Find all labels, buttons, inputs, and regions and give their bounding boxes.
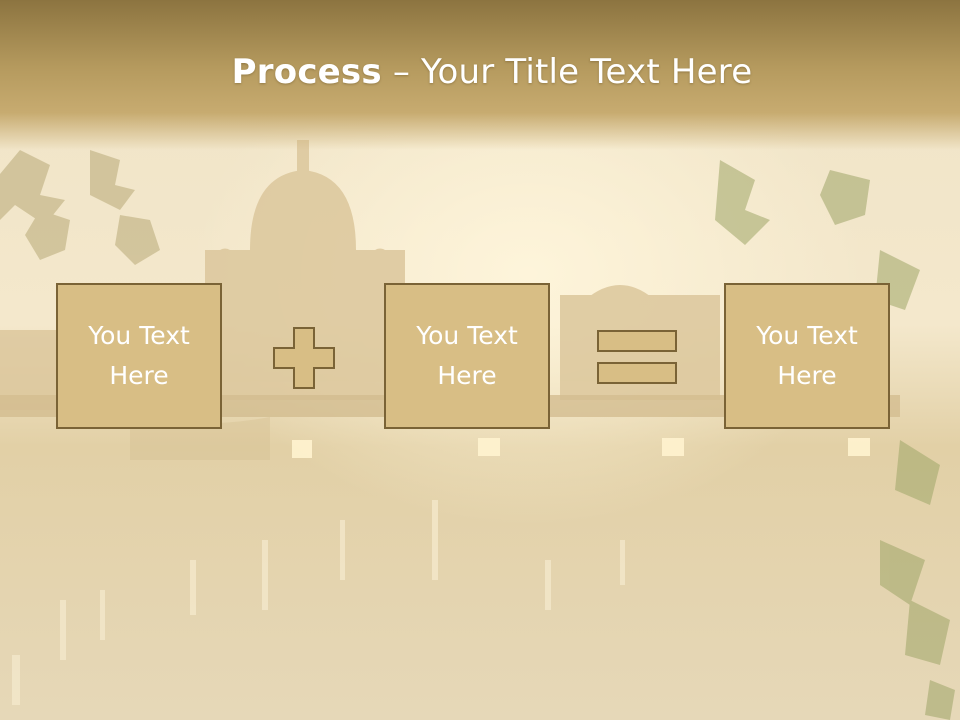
process-box-1[interactable]: You Text Here — [56, 283, 222, 429]
title-text: Your Title Text Here — [421, 52, 753, 92]
title-separator: – — [392, 52, 411, 92]
title-band — [0, 0, 960, 150]
process-box-3-text: You Text Here — [756, 321, 858, 390]
plus-icon — [273, 327, 335, 389]
process-box-2[interactable]: You Text Here — [384, 283, 550, 429]
title-bold: Process — [231, 52, 382, 92]
slide-title[interactable]: Process – Your Title Text Here — [0, 52, 960, 92]
leaves-right — [715, 160, 955, 720]
leaves-left — [0, 150, 160, 265]
process-box-3[interactable]: You Text Here — [724, 283, 890, 429]
river-reflections — [12, 500, 625, 705]
equals-icon — [597, 330, 677, 384]
process-box-1-text: You Text Here — [88, 321, 190, 390]
process-box-2-text: You Text Here — [416, 321, 518, 390]
